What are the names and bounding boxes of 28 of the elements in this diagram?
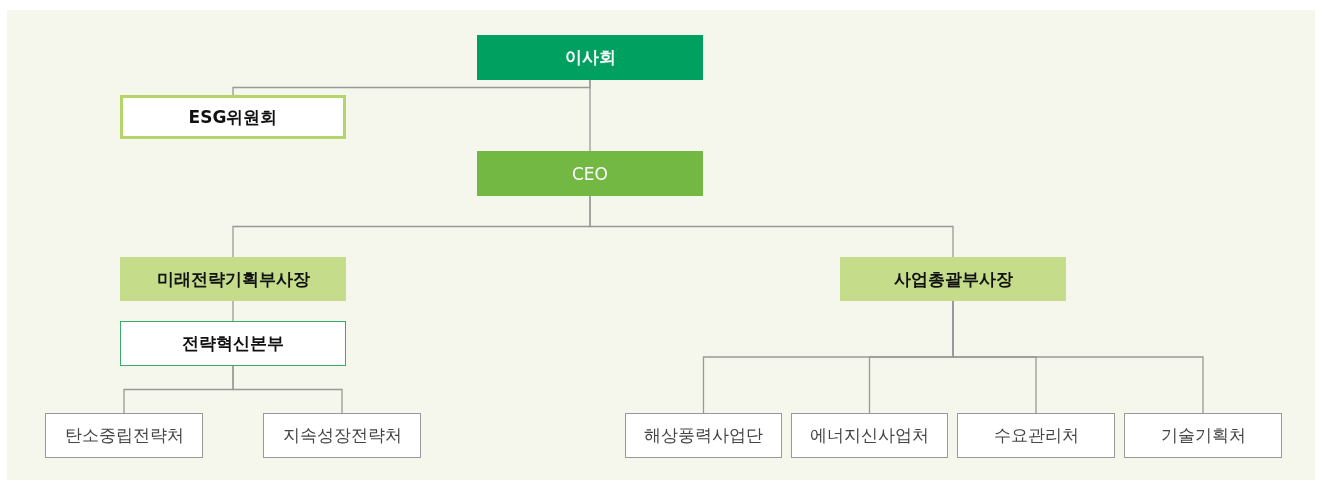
box-label: ESG위원회 [188, 105, 278, 129]
org-box [263, 413, 421, 458]
box-label: 전략혁신본부 [182, 332, 284, 355]
org-box [477, 151, 703, 196]
org-box [120, 321, 346, 366]
org-box [840, 257, 1066, 301]
connector-line [589, 195, 954, 258]
box-label: CEO [572, 163, 608, 184]
org-box [45, 413, 203, 458]
box-label: 수요관리처 [993, 424, 1079, 447]
org-box [477, 35, 703, 80]
connector-line [232, 300, 234, 322]
connector-line [232, 365, 343, 414]
org-box [120, 257, 346, 301]
org-box [625, 413, 782, 458]
org-box [791, 413, 948, 458]
box-label: 사업총괄부사장 [893, 267, 1013, 291]
box-label: 기술기획처 [1160, 424, 1246, 447]
org-box [1124, 413, 1282, 458]
box-label: 해상풍력사업단 [644, 424, 763, 447]
box-label: 에너지신사업처 [810, 424, 929, 447]
box-label: 이사회 [564, 46, 616, 69]
box-label: 미래전략기획부사장 [156, 267, 310, 291]
org-box [120, 95, 346, 139]
box-label: 탄소중립전략처 [64, 424, 184, 447]
box-label: 지속성장전략처 [282, 424, 402, 447]
org-box [957, 413, 1115, 458]
connector-line [589, 79, 591, 152]
